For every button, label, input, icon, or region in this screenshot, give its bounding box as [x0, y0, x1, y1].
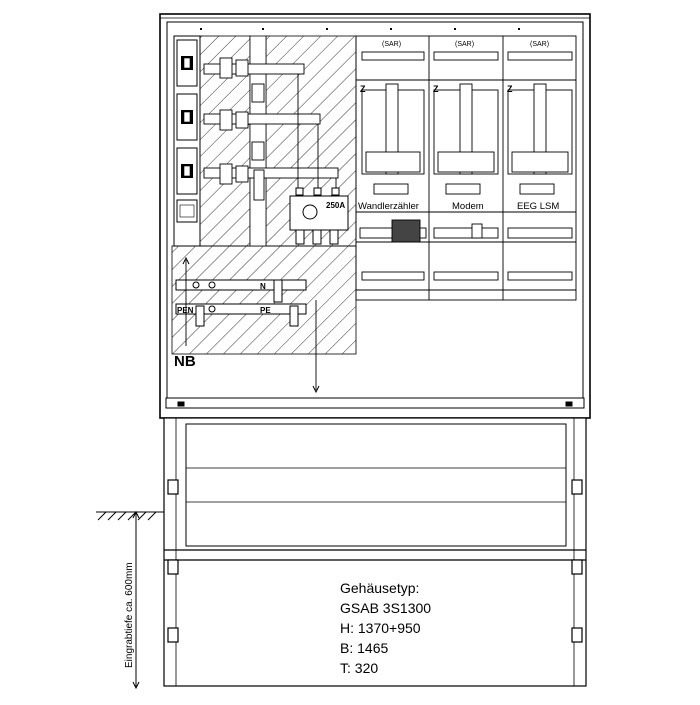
busbars [203, 57, 339, 201]
meter-field-labels: (SAR) (SAR) (SAR) Z Z Z Wandlerzähler Mo… [358, 41, 559, 212]
meter-fields [355, 35, 577, 301]
sar-label-2: (SAR) [455, 41, 474, 48]
nb-label: NB [174, 353, 196, 370]
depth-label: Eingrabtiefe ca. 600mm [124, 562, 135, 668]
pen-rail-area: N PEN PE NB [174, 256, 320, 394]
spec-line-depth: T: 320 [340, 660, 379, 676]
eeg-lsm-label: EEG LSM [517, 201, 559, 212]
modem-label: Modem [452, 201, 484, 212]
z-label-1: Z [360, 84, 366, 94]
z-label-3: Z [507, 84, 513, 94]
z-label-2: Z [433, 84, 439, 94]
wandlerzaehler-label: Wandlerzähler [358, 201, 419, 212]
sar-label-1: (SAR) [382, 41, 401, 48]
pen-label: PEN [177, 306, 194, 315]
fuse-column [173, 35, 201, 247]
spec-line-model: GSAB 3S1300 [340, 600, 432, 616]
spec-line-width: B: 1465 [340, 640, 389, 656]
n-label: N [260, 282, 266, 291]
breaker-label: 250A [326, 201, 345, 210]
pe-label: PE [260, 306, 271, 315]
ground-level [96, 510, 164, 690]
spec-line-type: Gehäusetyp: [340, 580, 420, 596]
cabinet-base-rail [165, 397, 585, 409]
base-socket [163, 417, 587, 687]
housing-spec-block: Gehäusetyp: GSAB 3S1300 H: 1370+950 B: 1… [340, 578, 431, 678]
sar-label-3: (SAR) [530, 41, 549, 48]
main-switch-250a: 250A [289, 187, 349, 245]
spec-line-height: H: 1370+950 [340, 620, 421, 636]
